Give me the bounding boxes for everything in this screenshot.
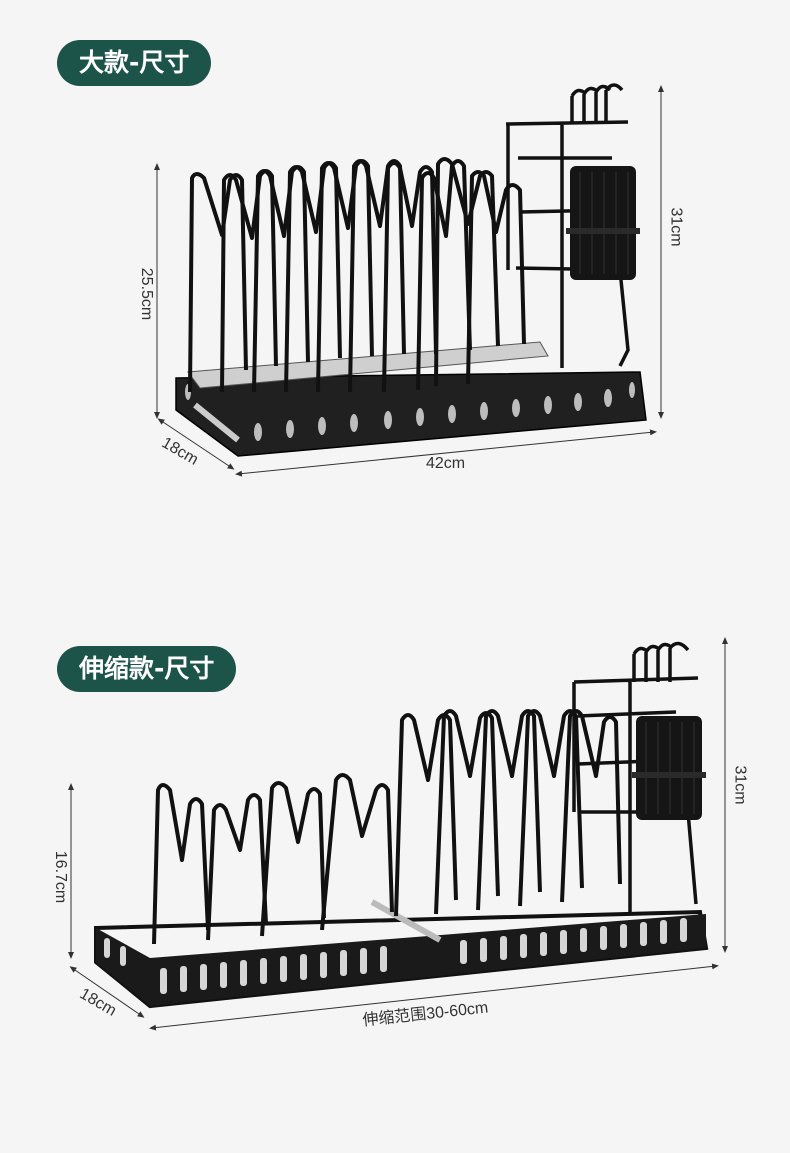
section-badge-extendable: 伸缩款-尺寸 (57, 646, 237, 692)
extend-height-left-label: 16.7cm (52, 850, 70, 904)
section-badge-large: 大款-尺寸 (57, 40, 212, 86)
large-height-right-label: 31cm (667, 207, 685, 247)
pot-rack-extendable-illustration (68, 637, 728, 1031)
large-width-label: 42cm (426, 455, 466, 472)
large-height-left-label: 25.5cm (138, 267, 156, 321)
pot-rack-large-illustration (154, 83, 664, 477)
extend-height-right-label: 31cm (731, 765, 749, 805)
